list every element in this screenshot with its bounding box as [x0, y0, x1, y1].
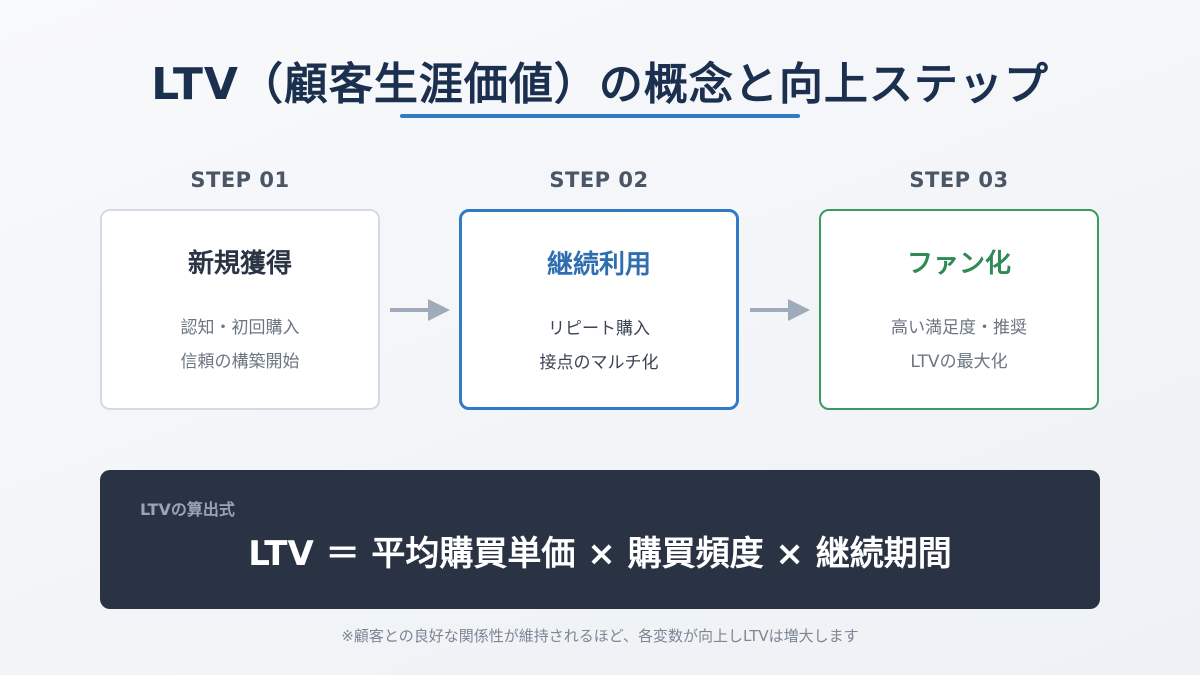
- step-card-line: 高い満足度・推奨: [891, 318, 1027, 338]
- formula-panel: LTVの算出式 LTV ＝ 平均購買単価 × 購買頻度 × 継続期間: [100, 470, 1100, 609]
- footnote: ※顧客との良好な関係性が維持されるほど、各変数が向上しLTVは増大します: [341, 627, 859, 645]
- formula-label: LTVの算出式: [140, 500, 235, 519]
- step-card-title: 新規獲得: [187, 249, 292, 279]
- step-card-title: 継続利用: [546, 250, 651, 280]
- arrow-right-icon: [390, 299, 450, 321]
- step-label-1: STEP 01: [190, 168, 290, 192]
- formula-text: LTV ＝ 平均購買単価 × 購買頻度 × 継続期間: [248, 534, 952, 574]
- step-card-line: 認知・初回購入: [180, 318, 300, 338]
- step-card-2: 継続利用 リピート購入 接点のマルチ化: [459, 209, 739, 410]
- step-card-line: 接点のマルチ化: [539, 353, 659, 373]
- step-label-2: STEP 02: [549, 168, 649, 192]
- arrow-right-icon: [750, 299, 810, 321]
- step-card-line: リピート購入: [548, 319, 650, 339]
- step-card-3: ファン化 高い満足度・推奨 LTVの最大化: [819, 209, 1099, 410]
- page-title: LTV（顧客生涯価値）の概念と向上ステップ: [151, 59, 1049, 110]
- step-card-line: 信頼の構築開始: [180, 352, 300, 372]
- step-label-3: STEP 03: [909, 168, 1009, 192]
- step-card-1: 新規獲得 認知・初回購入 信頼の構築開始: [100, 209, 380, 410]
- title-underline: [400, 114, 800, 118]
- step-card-title: ファン化: [906, 249, 1011, 279]
- step-card-line: LTVの最大化: [910, 352, 1008, 372]
